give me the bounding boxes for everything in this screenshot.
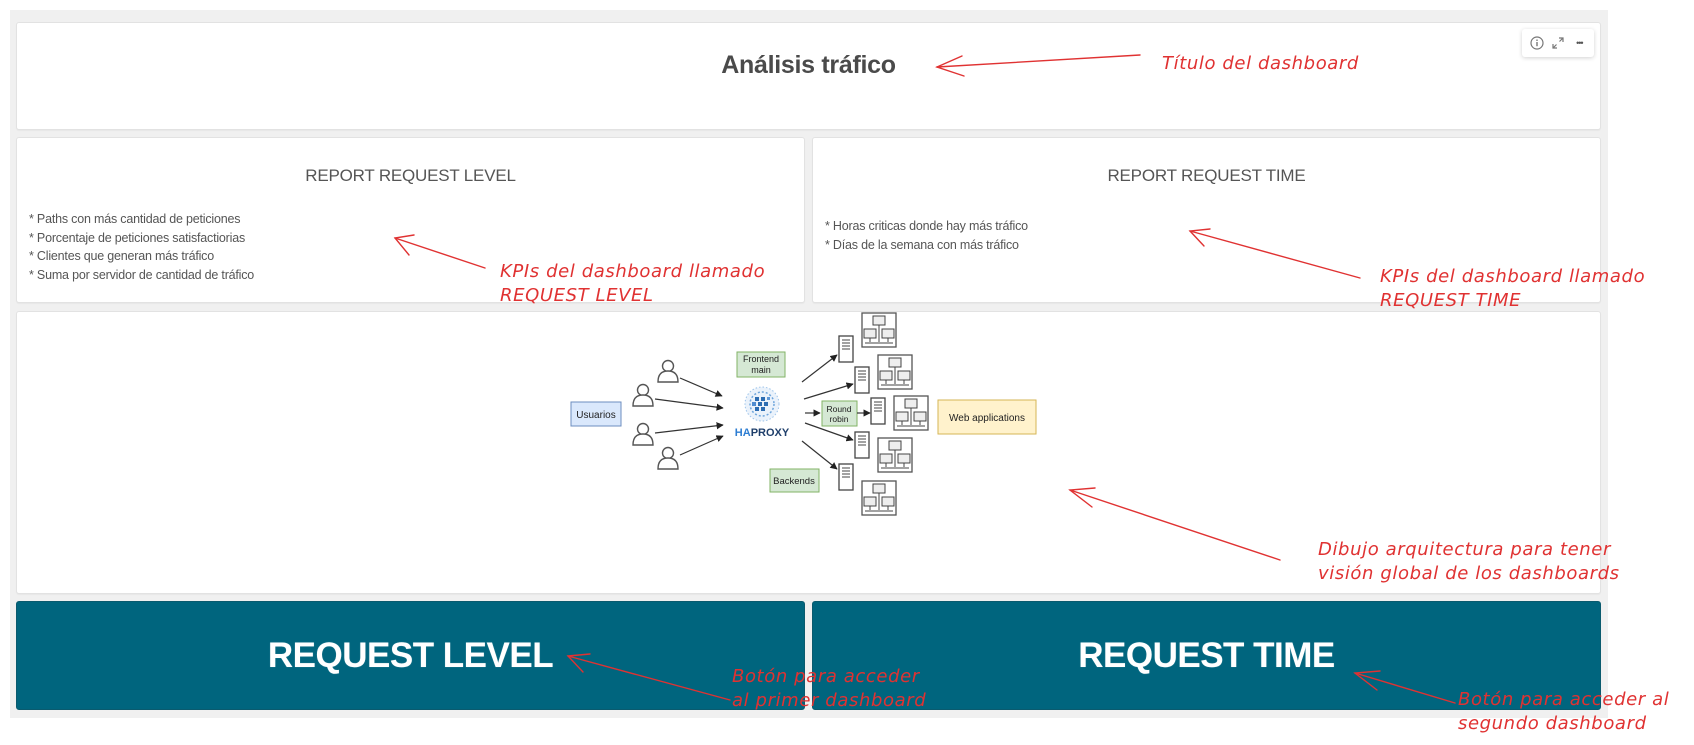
backends-box: Backends [769, 468, 820, 493]
roundrobin-label-1: Round [826, 404, 851, 414]
annotation-text: KPIs del dashboard llamado [1380, 266, 1646, 287]
architecture-diagram: Usuarios Frontend main [570, 312, 1037, 516]
backends-label: Backends [773, 476, 815, 487]
annotation-text: KPIs del dashboard llamado [500, 261, 766, 282]
annotation-btn2-note: Botón para acceder al segundo dashboard [1458, 688, 1669, 736]
request-time-button[interactable]: REQUEST TIME [812, 601, 1601, 710]
annotation-btn1-note: Botón para acceder al primer dashboard [732, 665, 926, 713]
webapp-icon [893, 395, 929, 431]
annotation-text: Botón para acceder al [1458, 689, 1670, 710]
annotation-diagram-note: Dibujo arquitectura para tener visión gl… [1318, 538, 1620, 586]
expand-icon[interactable] [1549, 34, 1567, 52]
annotation-text: Botón para acceder [732, 666, 920, 687]
request-level-button-label: REQUEST LEVEL [267, 635, 554, 675]
annotation-text: visión global de los dashboards [1318, 563, 1620, 584]
kpi-panel-title: REPORT REQUEST TIME [1107, 166, 1306, 185]
kpi-item: * Clientes que generan más tráfico [29, 249, 214, 263]
svg-text:HAPROXY: HAPROXY [735, 427, 790, 439]
annotation-time-note: KPIs del dashboard llamado REQUEST TIME [1380, 265, 1645, 313]
haproxy-ha: HA [735, 427, 751, 439]
title-panel: Análisis tráfico ••• [16, 22, 1601, 130]
roundrobin-label-2: robin [830, 414, 849, 424]
frontend-main-box: Frontend main [736, 351, 786, 378]
webapps-label: Web applications [949, 413, 1025, 424]
haproxy-proxy: PROXY [751, 427, 790, 439]
round-robin-box: Round robin [821, 400, 858, 427]
annotation-text: REQUEST LEVEL [500, 285, 654, 306]
kpi-item: * Paths con más cantidad de peticiones [29, 212, 241, 226]
webapp-icon [861, 480, 897, 516]
annotation-text: REQUEST TIME [1380, 290, 1522, 311]
annotation-title-note: Título del dashboard [1162, 52, 1359, 76]
webapp-icon [877, 354, 913, 390]
haproxy-logo: HAPROXY [735, 386, 790, 439]
kpi-item: * Porcentaje de peticiones satisfactiori… [29, 230, 246, 245]
user-icon [632, 422, 654, 446]
annotation-level-note: KPIs del dashboard llamado REQUEST LEVEL [500, 260, 765, 308]
kpi-panel-request-level: REPORT REQUEST LEVEL * Paths con más can… [16, 137, 805, 303]
web-applications-box: Web applications [937, 399, 1037, 435]
kpi-item: * Suma por servidor de cantidad de tráfi… [29, 267, 255, 282]
kpi-list: * Horas criticas donde hay más tráfico *… [825, 217, 1028, 254]
kpi-panel-title: REPORT REQUEST LEVEL [305, 166, 516, 185]
user-icon [657, 446, 679, 470]
server-icon [854, 366, 870, 394]
users-label: Usuarios [576, 410, 615, 421]
annotation-text: segundo dashboard [1458, 713, 1647, 734]
user-icon [657, 359, 679, 383]
dashboard-title: Análisis tráfico [721, 51, 896, 79]
request-level-button[interactable]: REQUEST LEVEL [16, 601, 805, 710]
panel-toolbar: ••• [1522, 29, 1594, 57]
server-icon [854, 431, 870, 459]
more-horizontal-icon[interactable]: ••• [1570, 34, 1588, 52]
frontend-label-1: Frontend [743, 354, 779, 364]
kpi-item: * Días de la semana con más tráfico [825, 237, 1019, 252]
users-box: Usuarios [570, 401, 622, 427]
kpi-list: * Paths con más cantidad de peticiones *… [29, 210, 254, 284]
info-circle-icon[interactable] [1528, 34, 1546, 52]
server-icon [838, 335, 854, 363]
annotation-text: Título del dashboard [1162, 53, 1359, 74]
user-icon [632, 383, 654, 407]
more-glyph: ••• [1576, 38, 1584, 48]
kpi-item: * Horas criticas donde hay más tráfico [825, 219, 1028, 233]
annotation-text: al primer dashboard [732, 690, 927, 711]
request-time-button-label: REQUEST TIME [1078, 635, 1335, 675]
annotation-text: Dibujo arquitectura para tener [1318, 539, 1611, 560]
server-icon [838, 463, 854, 491]
frontend-label-2: main [751, 365, 771, 375]
server-icon [870, 397, 886, 425]
architecture-diagram-panel: Usuarios Frontend main [16, 311, 1601, 594]
webapp-icon [861, 312, 897, 348]
webapp-icon [877, 437, 913, 473]
